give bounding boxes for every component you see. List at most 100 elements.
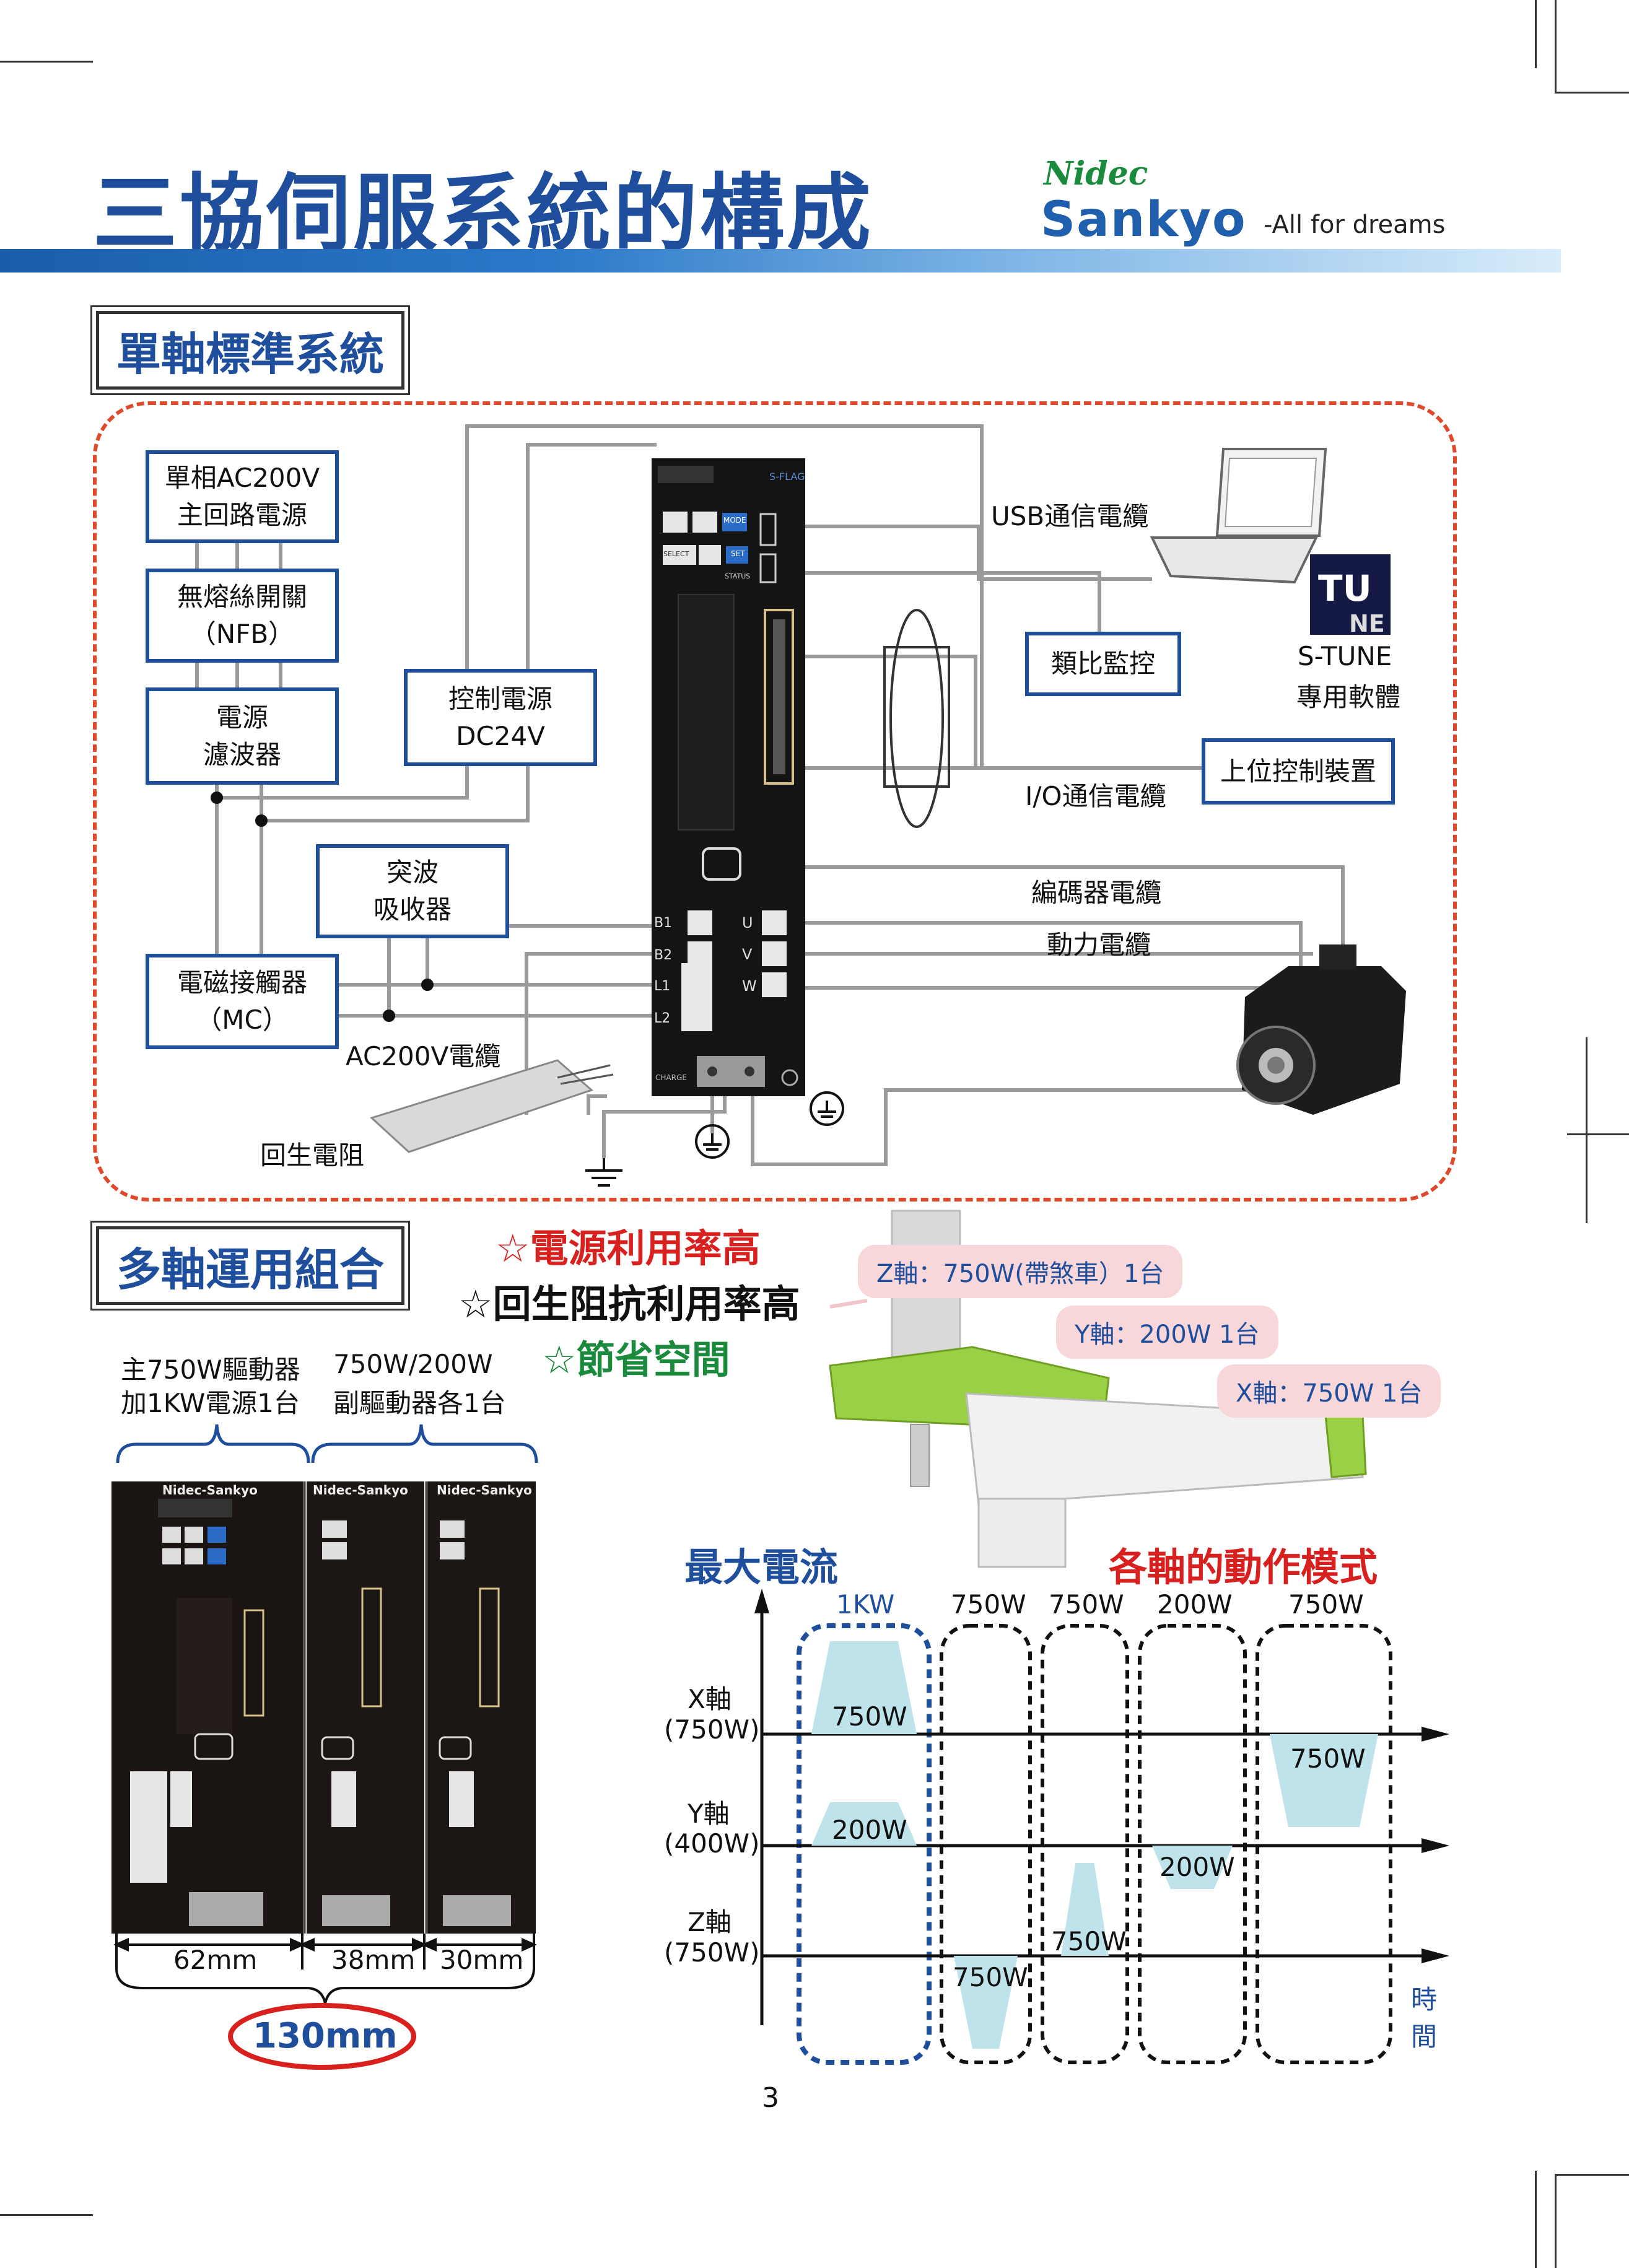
svg-text:NE: NE [1349,610,1385,637]
pulse-label-y-1kw: 200W [832,1815,907,1845]
main-power-line1: 單相AC200V [164,463,320,493]
page-title: 三協伺服系統的構成 [93,165,873,263]
vertical-axis-arrow [754,1589,769,1613]
surge-line2: 吸收器 [373,894,452,925]
pulse-label-x-750c: 750W [1290,1743,1366,1774]
time-label-1: 時 [1411,1984,1438,2015]
column-label-750w-c: 750W [1288,1589,1364,1620]
drive-v-label: V [742,946,753,963]
control-power-box: 控制電源 DC24V [404,669,597,766]
crop-mark [1586,1037,1588,1223]
analog-label: 類比監控 [1050,648,1155,679]
encoder-cable-label: 編碼器電纜 [1031,878,1162,908]
axis-rating-y: (400W) [664,1828,760,1859]
drive-u-label: U [742,914,753,931]
page-number: 3 [762,2082,779,2114]
config-sub-line1: 750W/200W [333,1349,493,1379]
header-gradient-bar [0,249,1561,273]
ctrl-line2: DC24V [456,720,545,751]
drive-l1-label: L1 [654,979,671,994]
drive-l2-label: L2 [654,1011,671,1026]
ac-cable-label: AC200V電纜 [346,1041,501,1071]
config-main-line2: 加1KW電源1台 [121,1388,300,1418]
main-power-line2: 主回路電源 [177,500,307,530]
section-heading-multi-axis: 多軸運用組合 [90,1221,411,1311]
main-power-box: 單相AC200V 主回路電源 [146,450,339,543]
crop-mark [1555,92,1629,94]
mc-line2: （MC） [196,1005,289,1035]
pulse-shape-1 [811,1802,917,1846]
filter-line2: 濾波器 [203,739,281,770]
crop-mark [1555,0,1557,93]
axis-arrow-1 [1422,1838,1449,1853]
host-controller-box: 上位控制裝置 [1202,738,1395,805]
pulse-shape-3 [1061,1863,1109,1956]
x-axis-tag: X軸：750W 1台 [1217,1364,1441,1418]
pulse-shape-0 [811,1641,917,1734]
pulse-label-x-1kw: 750W [832,1701,907,1732]
axis-rating-z: (750W) [664,1937,760,1968]
io-cable-label: I/O通信電纜 [1025,781,1166,811]
regen-resistor-label: 回生電阻 [260,1140,365,1171]
pulse-shape-2 [954,1956,1018,2049]
noise-filter-box: 電源 濾波器 [146,687,339,785]
axis-label-z: Z軸 [688,1907,732,1937]
surge-line1: 突波 [386,857,439,888]
nfb-box: 無熔絲開關 （NFB） [146,569,339,663]
brand-sankyo-logo: Sankyo [1041,192,1247,248]
filter-line1: 電源 [216,702,268,733]
column-label-750w-b: 750W [1049,1589,1124,1620]
svg-text:TU: TU [1318,567,1372,609]
crop-mark [1535,2171,1537,2268]
axis-label-y: Y軸 [688,1799,730,1829]
column-label-1kw: 1KW [836,1589,895,1620]
axis-label-x: X軸 [688,1684,732,1714]
chart-right-title: 各軸的動作模式 [1109,1545,1378,1590]
pulse-label-z-750a: 750W [953,1962,1028,1992]
drive-brand-2: Nidec-Sankyo [313,1483,408,1498]
crop-mark [0,61,93,63]
feature-regen: ☆回生阻抗利用率高 [458,1281,800,1327]
crop-mark [1555,2174,1629,2176]
analog-monitor-box: 類比監控 [1025,632,1181,696]
stune-label: S-TUNE [1298,641,1392,671]
config-sub-line2: 副驅動器各1台 [333,1388,506,1418]
brand-nidec-logo: Nidec [1044,155,1148,193]
surge-absorber-box: 突波 吸收器 [316,844,509,938]
drive-brand-1: Nidec-Sankyo [162,1483,258,1498]
drive-brand-3: Nidec-Sankyo [437,1483,532,1498]
nfb-line1: 無熔絲開關 [177,582,307,612]
drive-w-label: W [742,977,757,995]
drive-charge-label: CHARGE [655,1073,687,1082]
crop-mark [1555,2174,1557,2268]
nfb-line2: （NFB） [190,619,295,649]
config-main-line1: 主750W驅動器 [121,1354,300,1385]
axis-arrow-0 [1422,1727,1449,1742]
column-label-200w: 200W [1157,1589,1233,1620]
feature-power: ☆電源利用率高 [496,1226,761,1271]
pulse-label-z-750b: 750W [1051,1926,1127,1956]
pulse-label-y-200w: 200W [1160,1852,1235,1882]
mc-line1: 電磁接觸器 [177,967,307,998]
magnetic-contactor-box: 電磁接觸器 （MC） [146,954,339,1049]
drive-select-label: SELECT [663,550,689,558]
axis-arrow-2 [1422,1948,1449,1963]
drive-set-label: SET [731,549,745,558]
column-frame-1 [940,1624,1032,2064]
drive-status-label: STATUS [725,572,751,580]
drive-b2-label: B2 [654,948,673,963]
stune-desc-label: 專用軟體 [1296,682,1401,712]
dimension-62mm: 62mm [173,1945,258,1975]
chart-left-title: 最大電流 [684,1545,839,1590]
usb-cable-label: USB通信電纜 [991,501,1149,531]
crop-mark [1535,0,1537,68]
host-label: 上位控制裝置 [1220,756,1376,787]
section-heading-single-axis: 單軸標準系統 [90,305,411,395]
drive-mode-label: MODE [723,516,746,525]
crop-mark [1567,1133,1629,1135]
axis-rating-x: (750W) [664,1714,760,1745]
dimension-30mm: 30mm [440,1945,524,1975]
